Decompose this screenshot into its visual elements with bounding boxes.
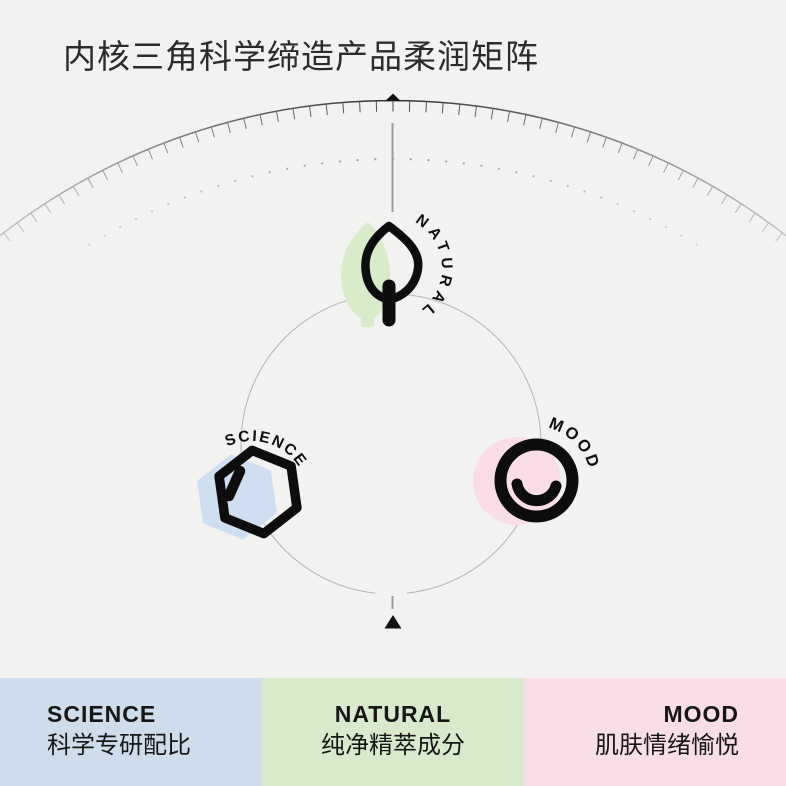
legend-label-natural: NATURAL — [334, 701, 452, 727]
natural-badge: NATURAL — [341, 211, 450, 328]
legend-item-natural: NATURAL 纯净精萃成分 — [262, 678, 524, 786]
dial-top-pointer-icon — [385, 93, 401, 101]
dial-dotted-arc — [88, 157, 698, 246]
triangle-matrix-diagram: NATURAL SCIENCE MOOD — [0, 93, 786, 629]
smiley-face-icon — [494, 438, 579, 523]
legend-label-mood: MOOD — [663, 701, 739, 727]
mood-badge: MOOD — [473, 414, 600, 525]
legend-item-mood: MOOD 肌肤情绪愉悦 — [524, 678, 786, 786]
bottom-pointer-icon — [384, 615, 402, 629]
legend-sublabel-mood: 肌肤情绪愉悦 — [595, 732, 739, 759]
legend-label-science: SCIENCE — [47, 701, 157, 727]
legend-sublabel-science: 科学专研配比 — [47, 732, 191, 759]
legend-sublabel-natural: 纯净精萃成分 — [321, 732, 465, 759]
legend-item-science: SCIENCE 科学专研配比 — [0, 678, 262, 786]
page-title: 内核三角科学缔造产品柔润矩阵 — [63, 38, 539, 76]
hexagon-slash — [223, 465, 246, 502]
legend-row: SCIENCE 科学专研配比 NATURAL 纯净精萃成分 MOOD 肌肤情绪愉… — [0, 678, 786, 786]
hexagon-icon — [214, 445, 302, 539]
dial-tick-marks — [3, 100, 783, 242]
dial — [0, 93, 786, 246]
science-badge: SCIENCE — [197, 428, 309, 540]
smiley-smile — [511, 478, 562, 507]
